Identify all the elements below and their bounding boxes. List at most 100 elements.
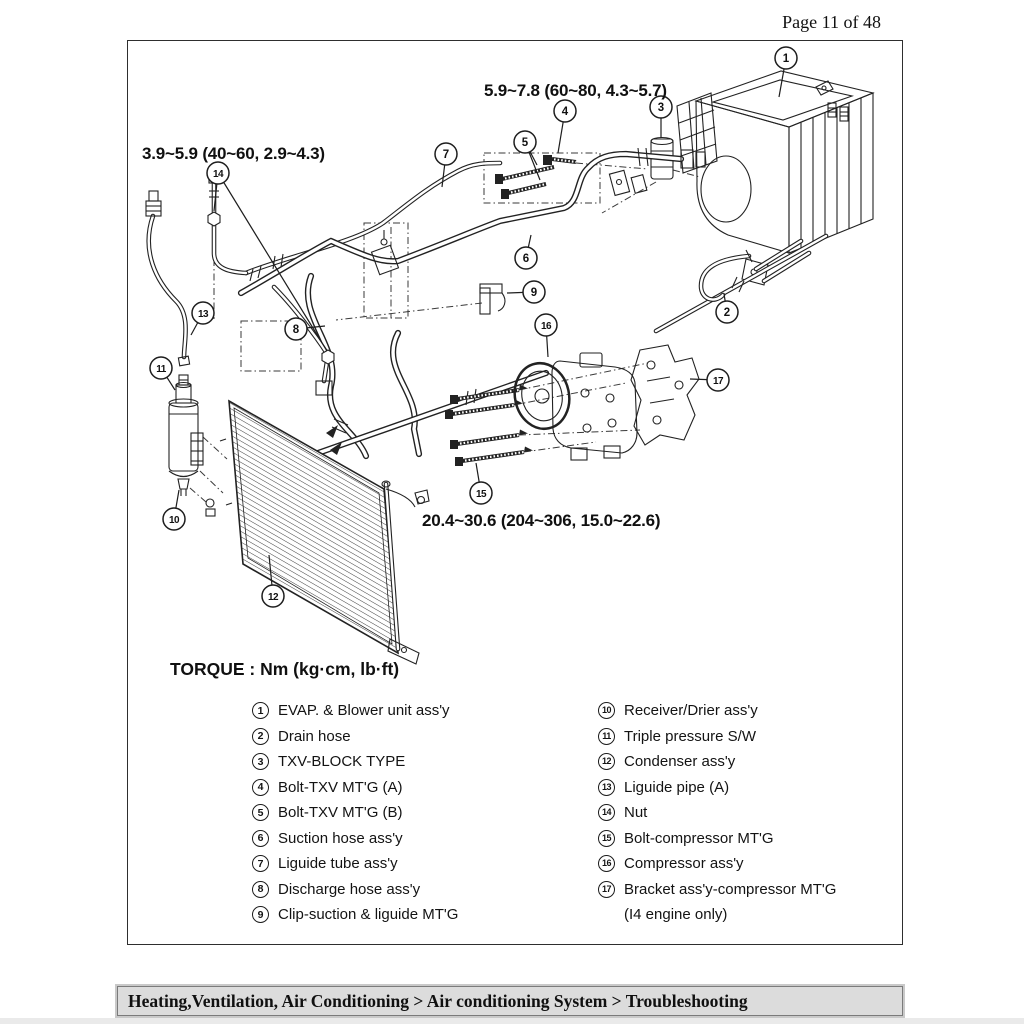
callout-4: 4 (553, 99, 577, 154)
svg-text:3: 3 (658, 102, 664, 114)
part-number-badge: 10 (598, 702, 615, 720)
part-number-badge: 2 (252, 727, 269, 745)
part-number-badge: 11 (598, 727, 615, 745)
compressor-bolts-drawing (445, 384, 533, 466)
part-label: Liguide tube ass'y (278, 855, 398, 873)
part-label: Condenser ass'y (624, 753, 736, 771)
svg-text:2: 2 (724, 307, 730, 319)
callout-12: 12 (261, 554, 285, 608)
torque-units-note: TORQUE : Nm (kg·cm, lb·ft) (170, 659, 400, 679)
callout-10: 10 (162, 489, 186, 531)
liquid-pipe-drawing (145, 190, 191, 367)
breadcrumb-inner: Heating,Ventilation, Air Conditioning > … (117, 986, 903, 1016)
callout-7: 7 (434, 142, 458, 188)
part-label: Bolt-TXV MT'G (A) (278, 778, 403, 796)
part-label: TXV-BLOCK TYPE (278, 753, 406, 771)
svg-text:4: 4 (562, 106, 569, 118)
callout-2: 2 (715, 293, 739, 324)
drain-hose-drawing (698, 249, 753, 302)
part-label: Clip-suction & liguide MT'G (278, 906, 459, 924)
svg-text:11: 11 (156, 364, 167, 375)
part-number-badge: 5 (252, 804, 269, 822)
clip-drawing (479, 283, 506, 315)
callout-1: 1 (774, 46, 798, 98)
svg-text:13: 13 (198, 309, 209, 320)
breadcrumb-bar[interactable]: Heating,Ventilation, Air Conditioning > … (115, 984, 905, 1018)
part-label: Triple pressure S/W (624, 727, 756, 745)
part-number-badge: 9 (252, 906, 269, 924)
compressor-drawing (513, 352, 638, 461)
parts-list-item: 14 Nut (598, 800, 836, 826)
parts-list-item: 5 Bolt-TXV MT'G (B) (252, 800, 458, 826)
svg-text:14: 14 (213, 169, 224, 180)
callout-3: 3 (649, 95, 673, 138)
svg-text:15: 15 (476, 489, 487, 500)
txv-block-drawing (608, 136, 674, 197)
parts-list-item: 16 Compressor ass'y (598, 851, 836, 877)
part-label: EVAP. & Blower unit ass'y (278, 702, 450, 720)
liquid-tube-drawing (243, 160, 503, 282)
callout-13: 13 (190, 301, 215, 336)
breadcrumb-text: Heating,Ventilation, Air Conditioning > … (128, 990, 748, 1011)
callout-6: 6 (514, 234, 538, 270)
evaporator-blower-drawing (653, 70, 875, 334)
parts-list-item: 2 Drain hose (252, 724, 458, 750)
parts-list-right-column: 10 Receiver/Drier ass'y 11 Triple pressure … (598, 698, 836, 928)
callout-14: 14 (206, 161, 328, 352)
svg-text:10: 10 (169, 515, 180, 526)
callout-11: 11 (149, 356, 176, 391)
bolt-txv-a-drawing (543, 155, 577, 165)
parts-list-item: 12 Condenser ass'y (598, 749, 836, 775)
part-label: Suction hose ass'y (278, 829, 403, 847)
callout-5: 5 (513, 130, 541, 181)
svg-text:5: 5 (522, 137, 529, 149)
part-number-badge: 13 (598, 778, 615, 796)
callout-9: 9 (506, 280, 546, 304)
part-label: Drain hose (278, 727, 351, 745)
part-number-badge: 16 (598, 855, 615, 873)
svg-text:8: 8 (293, 324, 300, 336)
part-label: Bracket ass'y-compressor MT'G (624, 880, 837, 898)
part-number-badge: 15 (598, 829, 615, 847)
page-number-indicator: Page 11 of 48 (782, 12, 881, 32)
pressure-switch-drawing (175, 374, 192, 404)
parts-list-item: 13 Liguide pipe (A) (598, 775, 836, 801)
callout-16: 16 (534, 313, 558, 358)
part-label-note: (I4 engine only) (624, 906, 728, 924)
parts-list-item: 1 EVAP. & Blower unit ass'y (252, 698, 458, 724)
part-number-badge: 8 (252, 880, 269, 898)
part-label: Receiver/Drier ass'y (624, 702, 758, 720)
parts-list-item: 8 Discharge hose ass'y (252, 877, 458, 903)
callout-15: 15 (469, 462, 493, 505)
parts-list-item: 10 Receiver/Drier ass'y (598, 698, 836, 724)
torque-spec-label: 3.9~5.9 (40~60, 2.9~4.3) (142, 144, 325, 163)
parts-list-item: 11 Triple pressure S/W (598, 724, 836, 750)
part-label: Bolt-TXV MT'G (B) (278, 804, 403, 822)
torque-spec-label: 20.4~30.6 (204~306, 15.0~22.6) (422, 511, 661, 530)
svg-text:16: 16 (541, 321, 552, 332)
part-label: Nut (624, 804, 648, 822)
part-number-badge: 4 (252, 778, 269, 796)
svg-text:9: 9 (531, 287, 537, 299)
part-label: Bolt-compressor MT'G (624, 829, 774, 847)
part-number-badge: 12 (598, 753, 615, 771)
parts-list-item-note: 0(I4 engine only) (598, 902, 836, 928)
part-label: Compressor ass'y (624, 855, 744, 873)
part-label: Discharge hose ass'y (278, 880, 421, 898)
svg-text:6: 6 (523, 253, 529, 265)
svg-text:7: 7 (443, 149, 449, 161)
bolts-txv-b-drawing (495, 165, 555, 199)
part-label: Liguide pipe (A) (624, 778, 730, 796)
condenser-drawing (219, 380, 430, 665)
part-number-badge: 1 (252, 702, 269, 720)
torque-spec-label: 5.9~7.8 (60~80, 4.3~5.7) (484, 81, 667, 100)
part-number-badge: 14 (598, 804, 615, 822)
parts-list-item: 4 Bolt-TXV MT'G (A) (252, 775, 458, 801)
